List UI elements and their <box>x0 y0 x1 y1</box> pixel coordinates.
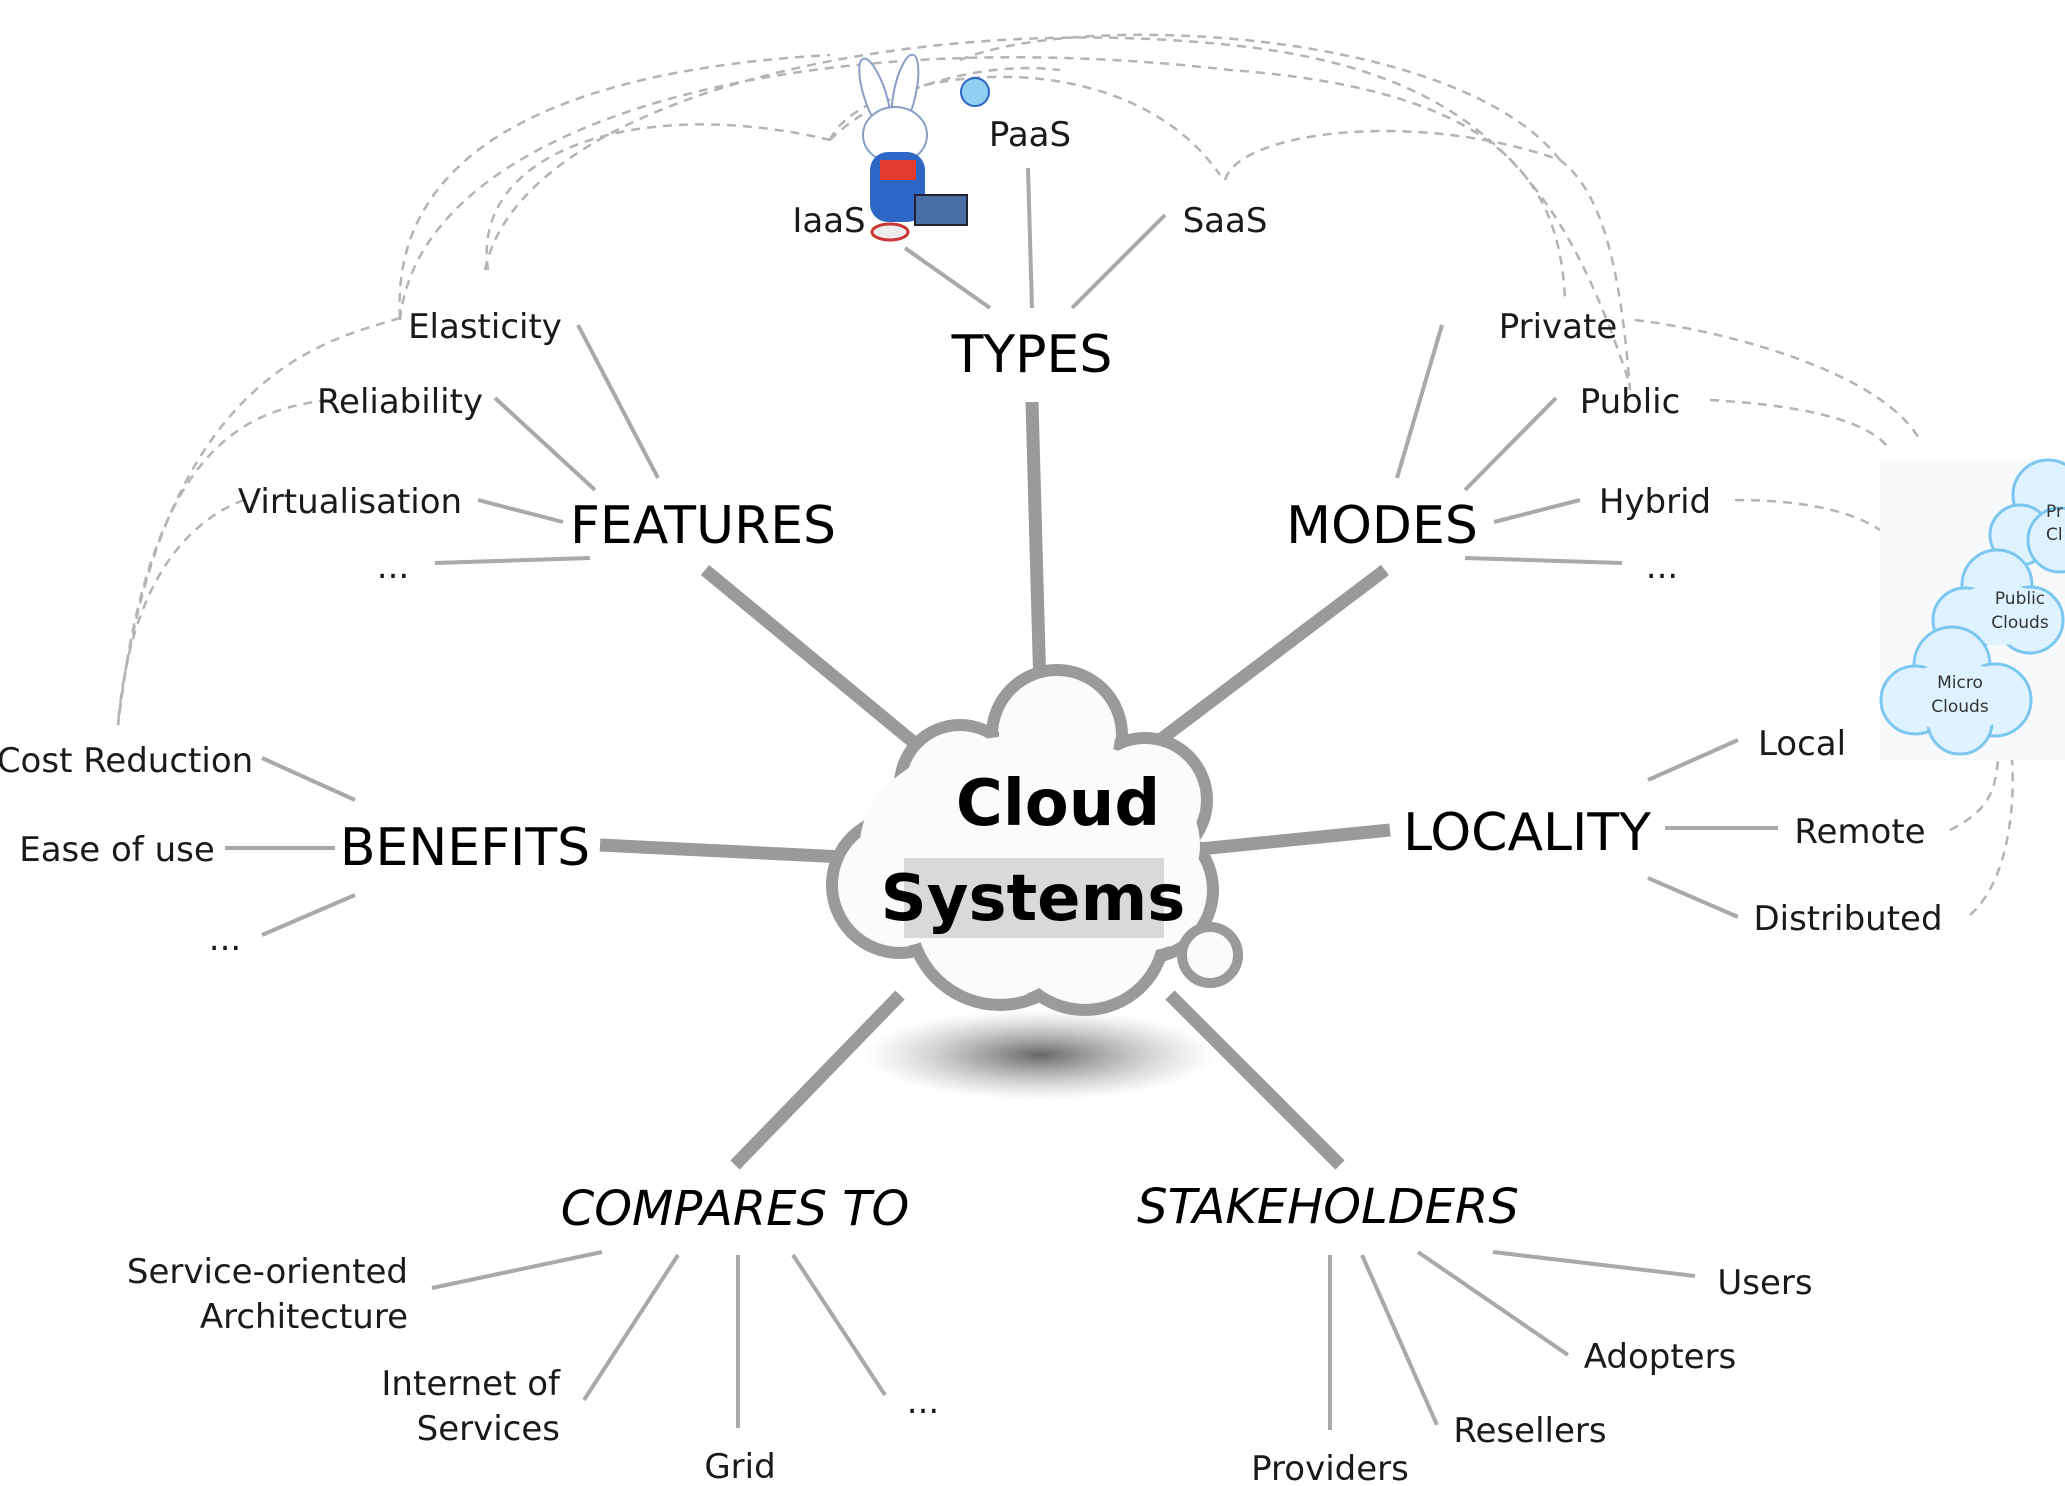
compares-ios-line1: Internet of <box>381 1364 561 1404</box>
cloud-shadow <box>865 1010 1215 1100</box>
locality-remote: Remote <box>1794 812 1925 852</box>
features-reliability: Reliability <box>317 382 483 422</box>
modes-hybrid: Hybrid <box>1599 482 1711 522</box>
features-hub: FEATURES <box>570 496 836 556</box>
compares-grid: Grid <box>704 1447 775 1486</box>
types-iaas: IaaS <box>792 201 865 241</box>
benefits-more: ... <box>209 919 241 959</box>
locality-hub: LOCALITY <box>1403 803 1651 863</box>
features-more: ... <box>377 547 409 587</box>
inset-cloud-public: Public Clouds <box>1931 548 2065 655</box>
leaf-connectors <box>225 167 1778 1430</box>
types-saas: SaaS <box>1183 201 1268 241</box>
inset-public-line2: Clouds <box>1991 613 2049 633</box>
types-hub: TYPES <box>951 325 1113 385</box>
center-title-line2: Systems <box>881 862 1186 936</box>
benefits-cost-reduction: Cost Reduction <box>0 741 253 781</box>
inset-cloud-micro: Micro Clouds <box>1879 625 2033 756</box>
modes-private: Private <box>1499 307 1618 347</box>
inset-top-line1: Pr <box>2046 502 2063 522</box>
benefits-hub: BENEFITS <box>340 818 590 878</box>
cloud-bubble <box>1177 922 1243 988</box>
benefits-ease-of-use: Ease of use <box>19 830 215 870</box>
systems-highlight <box>904 858 1164 938</box>
compares-more: ... <box>907 1382 939 1422</box>
central-cloud: Cloud Systems <box>826 664 1243 1100</box>
compares-soa-line2: Architecture <box>200 1297 408 1337</box>
locality-local: Local <box>1758 724 1846 764</box>
stakeholders-users: Users <box>1717 1263 1812 1303</box>
modes-public: Public <box>1580 382 1681 422</box>
rabbit-mascot-icon <box>858 53 990 242</box>
inset-micro-line1: Micro <box>1937 673 1983 693</box>
inset-public-line1: Public <box>1995 589 2045 609</box>
stakeholders-hub: STAKEHOLDERS <box>1137 1179 1519 1235</box>
inset-clouds-panel: Pr Cl Public Clouds Micro Clouds <box>1879 458 2065 760</box>
locality-distributed: Distributed <box>1753 899 1942 939</box>
stakeholders-adopters: Adopters <box>1584 1337 1737 1377</box>
center-title-line1: Cloud <box>956 767 1160 841</box>
compares-soa-line1: Service-oriented <box>127 1252 408 1292</box>
features-elasticity: Elasticity <box>408 307 562 347</box>
modes-hub: MODES <box>1286 496 1478 556</box>
compares-to-hub: COMPARES TO <box>561 1181 910 1237</box>
features-virtualisation: Virtualisation <box>238 482 462 522</box>
inset-top-line2: Cl <box>2046 525 2063 545</box>
stakeholders-resellers: Resellers <box>1453 1411 1606 1451</box>
inset-micro-line2: Clouds <box>1931 697 1989 717</box>
modes-more: ... <box>1646 547 1678 587</box>
compares-ios-line2: Services <box>417 1409 560 1449</box>
types-paas: PaaS <box>989 115 1071 155</box>
dashed-connections <box>116 33 2014 916</box>
stakeholders-providers: Providers <box>1251 1449 1409 1486</box>
